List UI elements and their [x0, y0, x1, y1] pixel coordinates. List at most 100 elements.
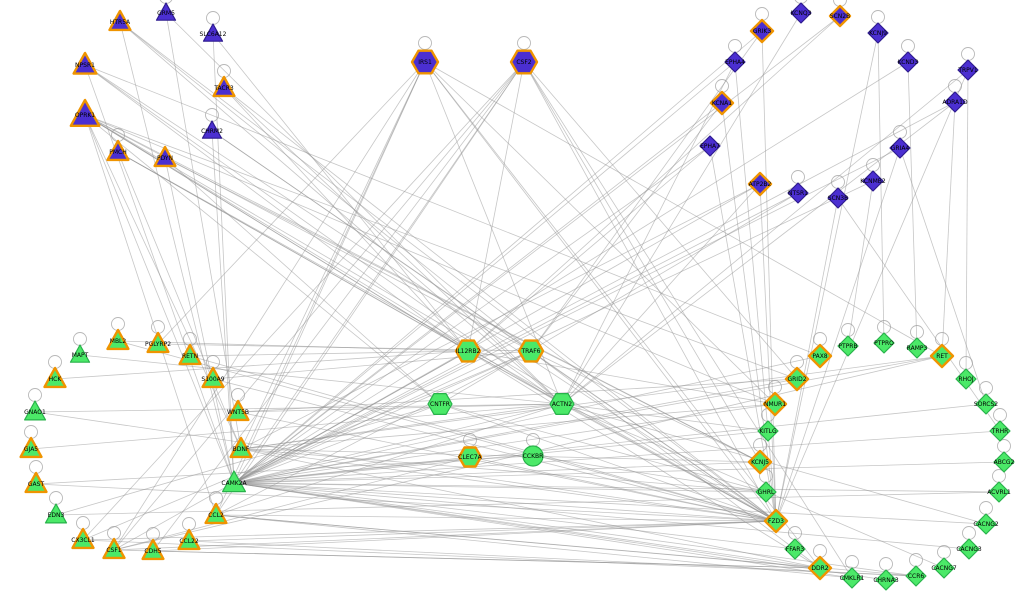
node-MBL2[interactable]	[106, 328, 130, 351]
node-GHRL[interactable]	[755, 481, 777, 503]
edge-NPSR1-IL12RB2	[84, 64, 469, 352]
node-CMKLR1[interactable]	[841, 567, 863, 589]
edge-HTR5A-TRAF6	[119, 21, 532, 352]
node-CCL2[interactable]	[204, 502, 228, 525]
self-loop-KCNJ9	[871, 10, 885, 24]
node-TRAF6[interactable]	[517, 339, 545, 363]
node-CAMK2A[interactable]	[222, 470, 246, 493]
node-CX3CL1[interactable]	[71, 527, 95, 550]
edge-CSF2-CMKLR1	[523, 61, 853, 579]
node-KCNJ9[interactable]	[867, 22, 889, 44]
node-CSF2[interactable]	[509, 49, 539, 75]
node-PTPRB[interactable]	[837, 335, 859, 357]
node-TRHR[interactable]	[989, 420, 1011, 442]
node-GNAO1[interactable]	[24, 400, 47, 421]
node-WNT5B[interactable]	[226, 399, 250, 422]
node-RET[interactable]	[929, 343, 955, 369]
node-EPHA4[interactable]	[724, 51, 746, 73]
node-ABCG2[interactable]	[993, 451, 1015, 473]
node-OPRK1[interactable]	[69, 98, 101, 128]
edge-KCNQ3-ACTN2	[561, 12, 802, 405]
node-GRID2[interactable]	[784, 366, 810, 392]
node-TRPV1[interactable]	[957, 59, 979, 81]
node-EPHA7[interactable]	[699, 135, 721, 157]
edge-TRAF6-CX3CL1	[82, 350, 532, 541]
node-PTPRO[interactable]	[873, 332, 895, 354]
node-HTR5A[interactable]	[108, 9, 132, 32]
node-SCN3B[interactable]	[827, 187, 849, 209]
node-PDYN[interactable]	[153, 145, 177, 168]
node-BDNF[interactable]	[229, 436, 253, 459]
node-CHRM2[interactable]	[201, 120, 223, 139]
node-PGLYRP2[interactable]	[146, 331, 170, 354]
node-RETN[interactable]	[178, 343, 202, 366]
node-IRS1[interactable]	[410, 49, 440, 75]
edge-CCL22-CCR6	[188, 540, 917, 577]
node-KCNQ3[interactable]	[790, 2, 812, 24]
node-CACNG3[interactable]	[958, 538, 980, 560]
node-RAMP3[interactable]	[906, 337, 928, 359]
edge-TACR3-FZD3	[223, 87, 777, 522]
node-EDN3[interactable]	[44, 503, 68, 524]
edge-TRAF6-CAMK2A	[233, 350, 532, 484]
node-KCNA1[interactable]	[709, 90, 735, 116]
edge-CSF1-FZD3	[113, 520, 777, 551]
node-CLEC7A[interactable]	[457, 446, 483, 468]
edge-IRS1-DDR2	[424, 61, 821, 569]
self-loop-KCNJ5	[753, 438, 767, 452]
node-FZD3[interactable]	[763, 508, 789, 534]
edge-CAMK2A-FZD3	[233, 482, 777, 522]
node-MAPT[interactable]	[69, 344, 91, 363]
node-CNTFR[interactable]	[427, 393, 453, 415]
edge-NPSR1-ACTN2	[84, 64, 563, 405]
node-SLC6A12[interactable]	[202, 23, 224, 42]
node-GRIA4[interactable]	[889, 137, 911, 159]
node-HCK[interactable]	[43, 366, 67, 389]
node-CCL22[interactable]	[177, 528, 201, 551]
node-SCN2B[interactable]	[828, 4, 852, 28]
edge-CDH5-DDR2	[152, 550, 821, 569]
node-SORCS2[interactable]	[975, 393, 997, 415]
node-GJA5[interactable]	[19, 436, 43, 459]
edge-layer	[30, 12, 1005, 581]
node-NPSR1[interactable]	[72, 51, 98, 75]
node-ACTN2[interactable]	[549, 393, 575, 415]
node-CDH5[interactable]	[141, 538, 165, 561]
node-KCNJ5[interactable]	[747, 449, 773, 475]
self-loop-PTPRB	[841, 323, 855, 337]
node-IL12RB2[interactable]	[454, 339, 482, 363]
node-GRIK3[interactable]	[749, 18, 775, 44]
self-loop-ADRA1D	[948, 79, 962, 93]
node-DDR2[interactable]	[807, 555, 833, 581]
node-CACNG2[interactable]	[975, 513, 997, 535]
node-FFAR3[interactable]	[784, 538, 806, 560]
node-PMCH[interactable]	[106, 139, 130, 162]
node-ADRA1D[interactable]	[944, 91, 966, 113]
node-CCR6[interactable]	[905, 565, 927, 587]
node-NMUR1[interactable]	[762, 391, 788, 417]
edge-ACTN2-FZD3	[561, 403, 777, 522]
edge-CAMK2A-GRID2	[233, 378, 798, 484]
node-ATP2B2[interactable]	[747, 171, 773, 197]
node-NTSR1[interactable]	[787, 182, 809, 204]
node-KCND3[interactable]	[897, 51, 919, 73]
self-loop-HCK	[48, 355, 62, 369]
node-CACNG7[interactable]	[933, 557, 955, 579]
node-S100A9[interactable]	[201, 366, 225, 389]
node-TACR3[interactable]	[212, 75, 236, 98]
node-RHOJ[interactable]	[955, 368, 977, 390]
node-GRM5[interactable]	[155, 2, 177, 21]
node-KCNMB2[interactable]	[862, 170, 884, 192]
node-GAST[interactable]	[24, 471, 48, 494]
edge-GRIA4-SORCS2	[899, 147, 987, 405]
node-KITLG[interactable]	[757, 420, 779, 442]
node-PAX8[interactable]	[807, 343, 833, 369]
edge-IRS1-PGLYRP2	[157, 61, 426, 345]
edge-KCNJ9-FZD3	[775, 32, 879, 522]
node-CCKBR[interactable]	[522, 445, 544, 467]
node-CSF1[interactable]	[102, 537, 126, 560]
node-CHRNA3[interactable]	[875, 569, 897, 591]
self-loop-CMKLR1	[845, 555, 859, 569]
node-ACVRL1[interactable]	[988, 481, 1010, 503]
